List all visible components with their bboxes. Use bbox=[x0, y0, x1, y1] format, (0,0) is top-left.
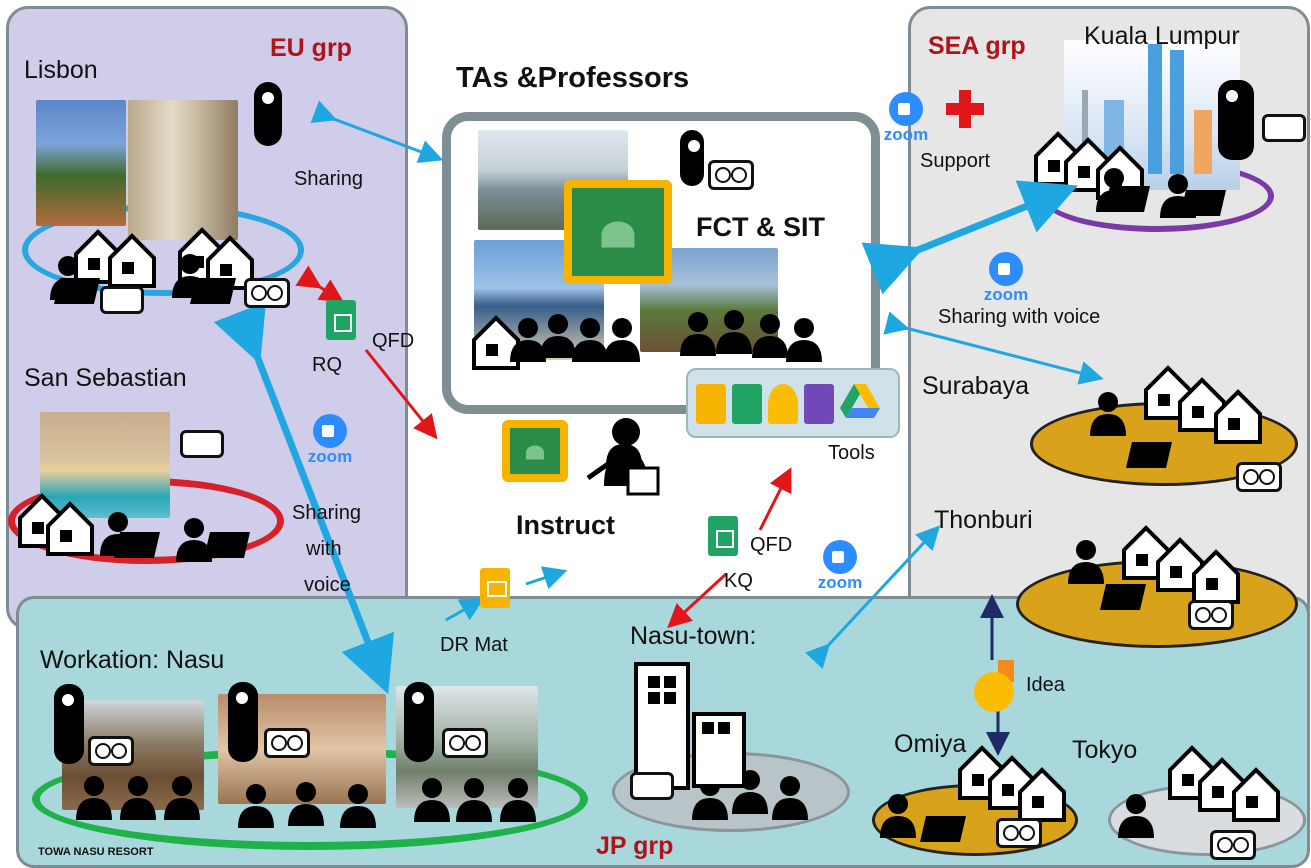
vr-headset-icon bbox=[264, 728, 310, 758]
360-camera-icon bbox=[1218, 80, 1254, 160]
lightbulb-icon bbox=[974, 660, 1014, 712]
link-qfd-jp: QFD bbox=[750, 534, 793, 556]
vr-headset-icon bbox=[1210, 830, 1256, 860]
watermark: TOWA NASU RESORT bbox=[38, 846, 154, 858]
city-omiya: Omiya bbox=[894, 730, 967, 758]
city-san-sebastian: San Sebastian bbox=[24, 364, 187, 392]
link-sharing: Sharing bbox=[294, 168, 363, 190]
link-sharing-voice-eu-2: with bbox=[306, 538, 342, 560]
link-idea: Idea bbox=[1026, 674, 1065, 696]
link-kq: KQ bbox=[724, 570, 753, 592]
site-label: FCT & SIT bbox=[696, 212, 825, 242]
google-slides-icon bbox=[480, 568, 510, 608]
lisbon-photo-street bbox=[128, 100, 238, 240]
nasu-building-tall bbox=[634, 662, 690, 790]
google-classroom-icon bbox=[564, 180, 672, 284]
phone-icon bbox=[100, 286, 144, 314]
zoom-icon: zoom bbox=[876, 92, 936, 144]
link-support: Support bbox=[920, 150, 991, 172]
san-sebastian-photo bbox=[40, 412, 170, 518]
city-tokyo: Tokyo bbox=[1072, 736, 1138, 764]
link-sharing-voice-sea: Sharing with voice bbox=[938, 306, 1101, 328]
link-sharing-voice-eu-3: voice bbox=[304, 574, 351, 596]
instructor-icon bbox=[586, 418, 660, 496]
city-surabaya: Surabaya bbox=[922, 372, 1030, 400]
google-classroom-icon bbox=[502, 420, 568, 482]
sea-group-label: SEA grp bbox=[928, 32, 1026, 60]
google-slides-icon bbox=[696, 384, 726, 424]
tools-panel bbox=[686, 368, 900, 438]
google-keep-icon bbox=[768, 384, 798, 424]
city-lisbon: Lisbon bbox=[24, 56, 98, 84]
vr-headset-icon bbox=[244, 278, 290, 308]
google-sheets-icon bbox=[708, 516, 738, 556]
city-kuala-lumpur: Kuala Lumpur bbox=[1084, 22, 1240, 50]
360-camera-icon bbox=[228, 682, 258, 762]
vr-headset-icon bbox=[1236, 462, 1282, 492]
link-rq: RQ bbox=[312, 354, 342, 376]
360-camera-icon bbox=[54, 684, 84, 764]
zoom-icon: zoom bbox=[976, 252, 1036, 304]
google-drive-icon bbox=[840, 384, 880, 418]
vr-headset-icon bbox=[996, 818, 1042, 848]
link-sharing-voice-eu-1: Sharing bbox=[292, 502, 361, 524]
google-sheets-icon bbox=[326, 300, 356, 340]
360-camera-icon bbox=[404, 682, 434, 762]
360-camera-icon bbox=[680, 130, 704, 186]
city-workation: Workation: Nasu bbox=[40, 646, 225, 674]
city-thonburi: Thonburi bbox=[934, 506, 1033, 534]
phone-icon bbox=[1262, 114, 1306, 142]
phone-icon bbox=[180, 430, 224, 458]
vr-headset-icon bbox=[88, 736, 134, 766]
instruct-label: Instruct bbox=[516, 510, 616, 540]
google-sheets-icon bbox=[732, 384, 762, 424]
jp-group-label: JP grp bbox=[596, 832, 674, 860]
google-forms-icon bbox=[804, 384, 834, 424]
360-camera-icon bbox=[254, 82, 282, 146]
vr-headset-icon bbox=[442, 728, 488, 758]
city-nasu-town: Nasu-town: bbox=[630, 622, 757, 650]
red-cross-icon bbox=[946, 90, 984, 128]
phone-icon bbox=[630, 772, 674, 800]
tools-label: Tools bbox=[828, 442, 875, 464]
vr-headset-icon bbox=[1188, 600, 1234, 630]
vr-headset-icon bbox=[708, 160, 754, 190]
lisbon-photo-coast bbox=[36, 100, 126, 226]
link-dr-mat: DR Mat bbox=[440, 634, 508, 656]
eu-group-label: EU grp bbox=[270, 34, 352, 62]
center-title: TAs &Professors bbox=[456, 62, 690, 94]
link-qfd-eu: QFD bbox=[372, 330, 415, 352]
zoom-icon: zoom bbox=[810, 540, 870, 592]
zoom-icon: zoom bbox=[300, 414, 360, 466]
